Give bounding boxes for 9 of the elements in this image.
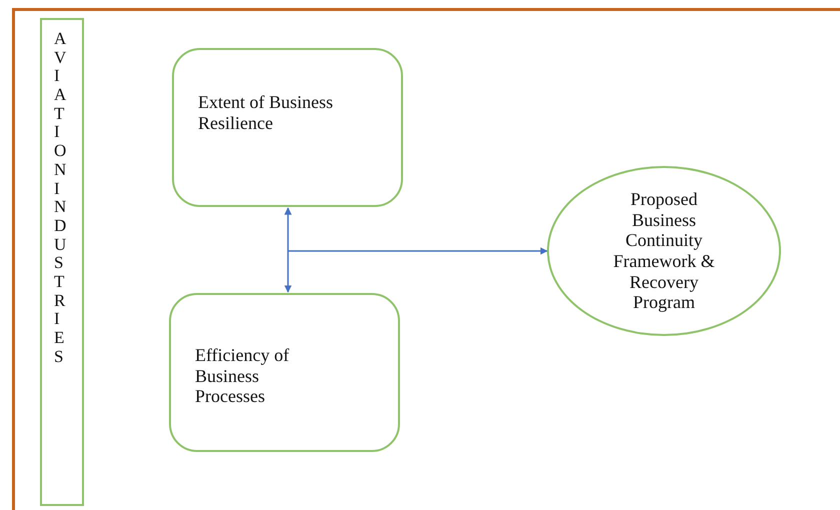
- arrow: [284, 207, 292, 293]
- vertical-label-box: [40, 18, 84, 506]
- vertical-label: AVIATION INDUSTRIES: [54, 30, 71, 366]
- variable-box: [172, 48, 403, 207]
- variable-box: [169, 293, 400, 452]
- variable-label: Efficiency of Business Processes: [195, 345, 290, 408]
- outcome-label: Proposed Business Continuity Framework & Recovery Program: [612, 188, 716, 314]
- variable-label: Extent of Business Resilience: [198, 92, 334, 134]
- arrow: [288, 247, 548, 255]
